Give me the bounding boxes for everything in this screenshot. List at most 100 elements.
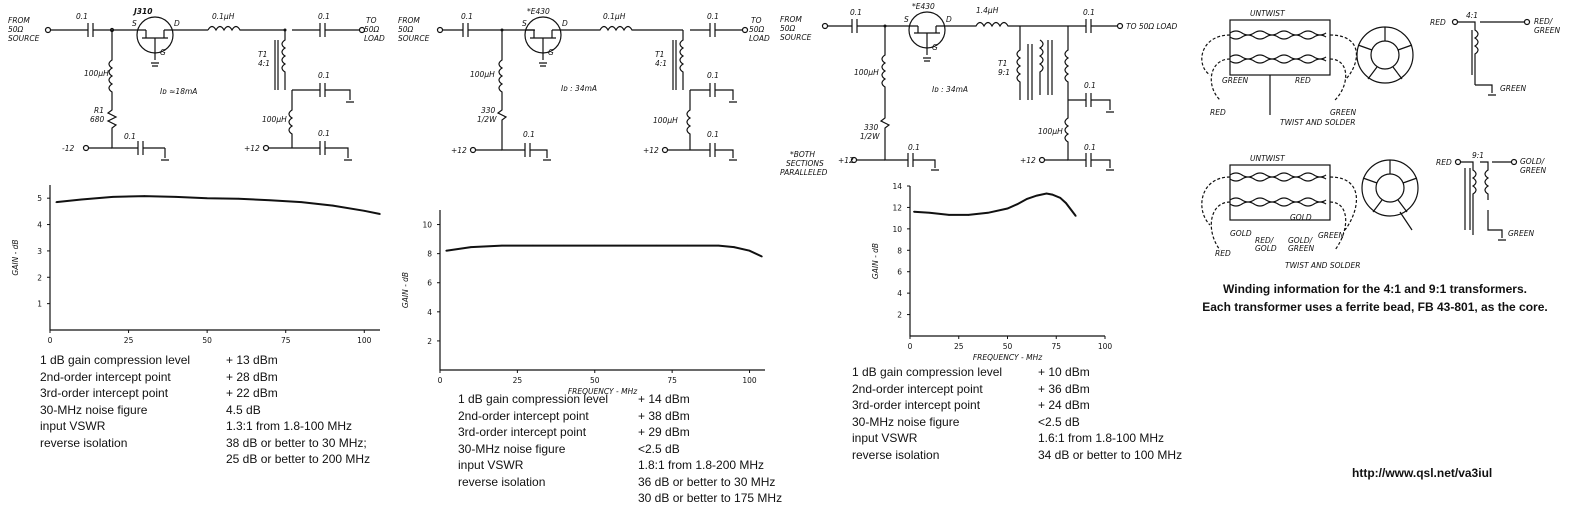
x-tick-label: 0 [48,336,53,345]
spec-value: + 38 dBm [638,408,690,423]
svg-text:0.1: 0.1 [318,12,330,21]
x-tick-label: 50 [590,376,600,385]
spec-value: + 28 dBm [226,369,278,384]
spec-label: 2nd-order intercept point [40,369,171,384]
spec-row: 25 dB or better to 200 MHz [40,451,400,468]
data-point [1059,196,1061,199]
spec-row: 30-MHz noise figure<2.5 dB [458,441,798,458]
svg-text:0.1μH: 0.1μH [603,12,626,21]
data-point [655,244,658,247]
svg-text:TO: TO [751,16,762,25]
spec-label: reverse isolation [852,447,940,462]
spec-row: reverse isolation 34 dB or better to 100 … [852,447,1192,464]
svg-text:SOURCE: SOURCE [398,34,430,43]
svg-text:GREEN: GREEN [1520,166,1547,175]
gain-line [446,244,763,258]
data-point [1006,207,1009,210]
svg-text:9:1: 9:1 [998,68,1010,77]
winding-diagram-4to1: UNTWIST GREEN RED RED GREEN TWIST AND SO… [1201,9,1561,127]
svg-text:Iᴅ : 34mA: Iᴅ : 34mA [932,85,968,94]
data-point [761,255,763,258]
svg-text:GREEN: GREEN [1508,229,1535,238]
svg-text:0.1: 0.1 [1084,143,1096,152]
data-point [80,198,83,201]
spec-value: 36 dB or better to 30 MHz [638,474,776,489]
svg-text:GREEN: GREEN [1500,84,1527,93]
svg-text:GOLD: GOLD [1290,213,1312,222]
data-point [1016,203,1019,206]
svg-text:S: S [132,19,137,28]
svg-text:FROM: FROM [780,15,802,24]
data-point [470,246,472,248]
data-point [445,249,447,252]
data-point [269,199,271,202]
y-tick-label: 5 [37,194,42,203]
data-point [501,244,503,247]
svg-text:UNTWIST: UNTWIST [1250,154,1286,163]
data-point [379,213,381,215]
svg-text:0.1: 0.1 [318,129,330,138]
svg-text:RED: RED [1215,249,1231,258]
winding-caption: Winding information for the 4:1 and 9:1 … [1202,282,1548,314]
svg-text:0.1: 0.1 [707,12,719,21]
data-point [363,210,366,212]
y-tick-label: 4 [427,308,432,317]
svg-text:9:1: 9:1 [1472,151,1484,160]
svg-text:50Ω: 50Ω [398,25,414,34]
spec-value: 34 dB or better to 100 MHz [1038,447,1183,462]
spec-row: 2nd-order intercept point+ 36 dBm [852,381,1192,398]
svg-text:Iᴅ : 34mA: Iᴅ : 34mA [561,84,597,93]
y-tick-label: 2 [427,337,432,346]
y-tick-label: 10 [892,225,902,234]
y-tick-label: 6 [897,268,902,277]
svg-text:50Ω: 50Ω [8,25,24,34]
y-axis-label: GAIN - dB [11,239,20,275]
spec-value: + 29 dBm [638,425,690,439]
svg-text:50Ω: 50Ω [364,25,380,34]
x-tick-label: 75 [667,376,677,385]
data-point [624,244,627,247]
data-point [748,249,751,252]
data-point [1035,194,1038,197]
spec-row: 3rd-order intercept point+ 29 dBm [458,424,798,441]
data-point [1026,198,1028,200]
data-point [563,244,565,247]
svg-text:TO: TO [366,16,377,25]
svg-text:100μH: 100μH [653,116,678,125]
spec-label: 3rd-order intercept point [40,386,169,400]
svg-text:+12: +12 [643,146,659,155]
svg-text:GREEN: GREEN [1318,231,1345,240]
svg-text:T1: T1 [998,59,1007,68]
svg-text:GOLD: GOLD [1230,229,1252,238]
spec-value: 30 dB or better to 175 MHz [638,491,783,505]
svg-text:0.1: 0.1 [908,143,920,152]
source-label-1: FROM [8,16,30,25]
data-point [1074,215,1077,217]
data-point [332,204,334,207]
svg-text:100μH: 100μH [84,69,109,78]
spec-row: 30-MHz noise figure<2.5 dB [852,414,1192,431]
x-axis-label: FREQUENCY - MHz [973,353,1043,362]
svg-text:SECTIONS: SECTIONS [786,159,824,168]
spec-label: 30-MHz noise figure [458,441,566,456]
x-tick-label: 25 [954,342,964,351]
svg-text:GREEN: GREEN [1288,244,1315,253]
svg-text:0.1: 0.1 [707,130,719,139]
spec-label: input VSWR [40,419,106,433]
svg-text:0.1: 0.1 [318,71,330,80]
svg-text:UNTWIST: UNTWIST [1250,9,1286,18]
svg-text:J310: J310 [132,7,152,16]
data-point [913,210,915,213]
svg-text:RED: RED [1295,76,1311,85]
svg-text:RED: RED [1430,18,1446,27]
chart-axes [49,185,380,331]
data-point [686,244,689,247]
spec-value: + 14 dBm [638,392,690,406]
svg-text:G: G [548,48,554,57]
